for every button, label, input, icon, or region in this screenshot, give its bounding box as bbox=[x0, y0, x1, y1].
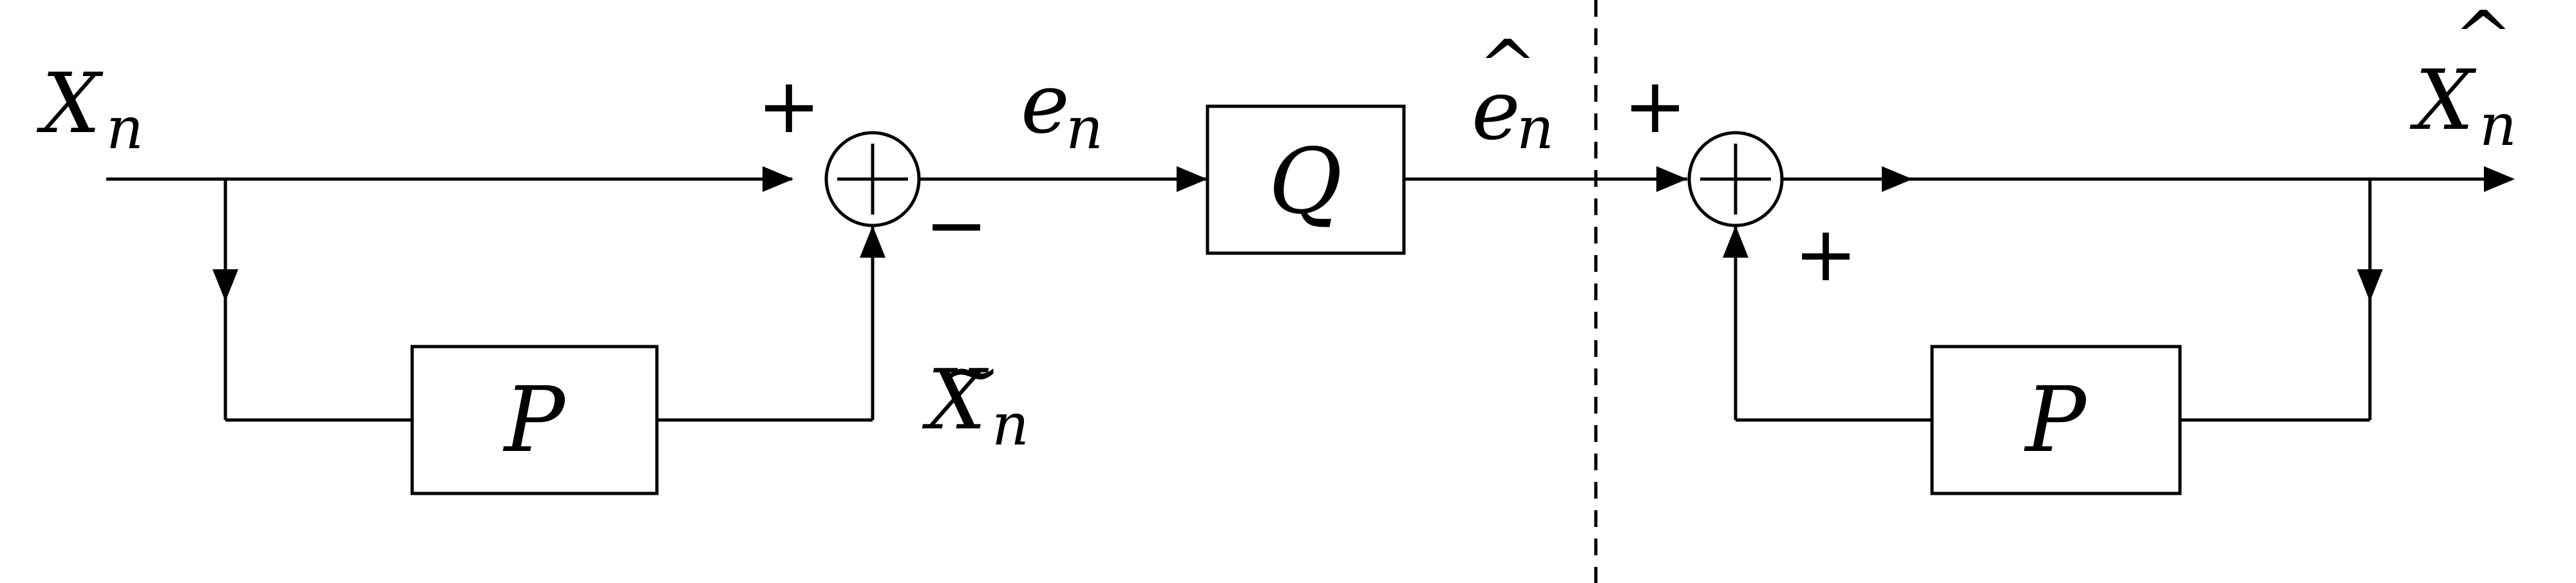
svg-text:e: e bbox=[1472, 62, 1520, 158]
svg-text:^: ^ bbox=[2454, 0, 2513, 78]
quantizer-block bbox=[1206, 104, 1406, 255]
decoder-sum-sign-top: + bbox=[1624, 61, 1687, 150]
arrow-output-mid bbox=[1882, 166, 1913, 192]
svg-text:X: X bbox=[36, 56, 104, 152]
svg-text:n: n bbox=[992, 391, 1029, 459]
svg-text:~: ~ bbox=[942, 330, 1001, 413]
svg-text:n: n bbox=[2479, 91, 2517, 159]
svg-text:X: X bbox=[2409, 53, 2477, 149]
predictor-label-decoder: P bbox=[2023, 368, 2088, 473]
encoder-sum-sign-top: + bbox=[757, 61, 821, 150]
arrow-down-encoder-branch bbox=[213, 269, 238, 301]
predictor-label-encoder: P bbox=[502, 368, 567, 473]
label-error: e n bbox=[1021, 56, 1103, 162]
arrow-into-encoder-sum bbox=[762, 166, 793, 192]
decoder-sum-sign-bottom: + bbox=[1794, 209, 1858, 298]
svg-text:^: ^ bbox=[1478, 24, 1537, 107]
arrow-down-decoder-branch bbox=[2357, 269, 2383, 301]
arrow-into-quantizer bbox=[1177, 166, 1208, 192]
label-input: X n bbox=[36, 56, 144, 162]
label-output: ^ X n bbox=[2409, 0, 2517, 159]
predictor-block-encoder bbox=[410, 345, 659, 495]
arrow-up-into-encoder-sum bbox=[860, 225, 886, 258]
encoder-sum-sign-bottom: − bbox=[925, 180, 989, 269]
arrow-into-decoder-sum bbox=[1656, 166, 1687, 192]
svg-text:n: n bbox=[106, 95, 144, 162]
svg-text:n: n bbox=[1517, 95, 1554, 162]
arrow-output-end bbox=[2484, 166, 2515, 192]
svg-text:n: n bbox=[1066, 95, 1103, 162]
svg-text:e: e bbox=[1021, 56, 1070, 152]
label-quantized-error: ^ e n bbox=[1472, 24, 1554, 162]
predictor-block-decoder bbox=[1930, 345, 2182, 495]
quantizer-label: Q bbox=[1269, 129, 1343, 234]
svg-text:X: X bbox=[922, 352, 989, 448]
arrow-up-into-decoder-sum bbox=[1723, 225, 1748, 258]
label-prediction: ~ X n bbox=[922, 330, 1029, 459]
